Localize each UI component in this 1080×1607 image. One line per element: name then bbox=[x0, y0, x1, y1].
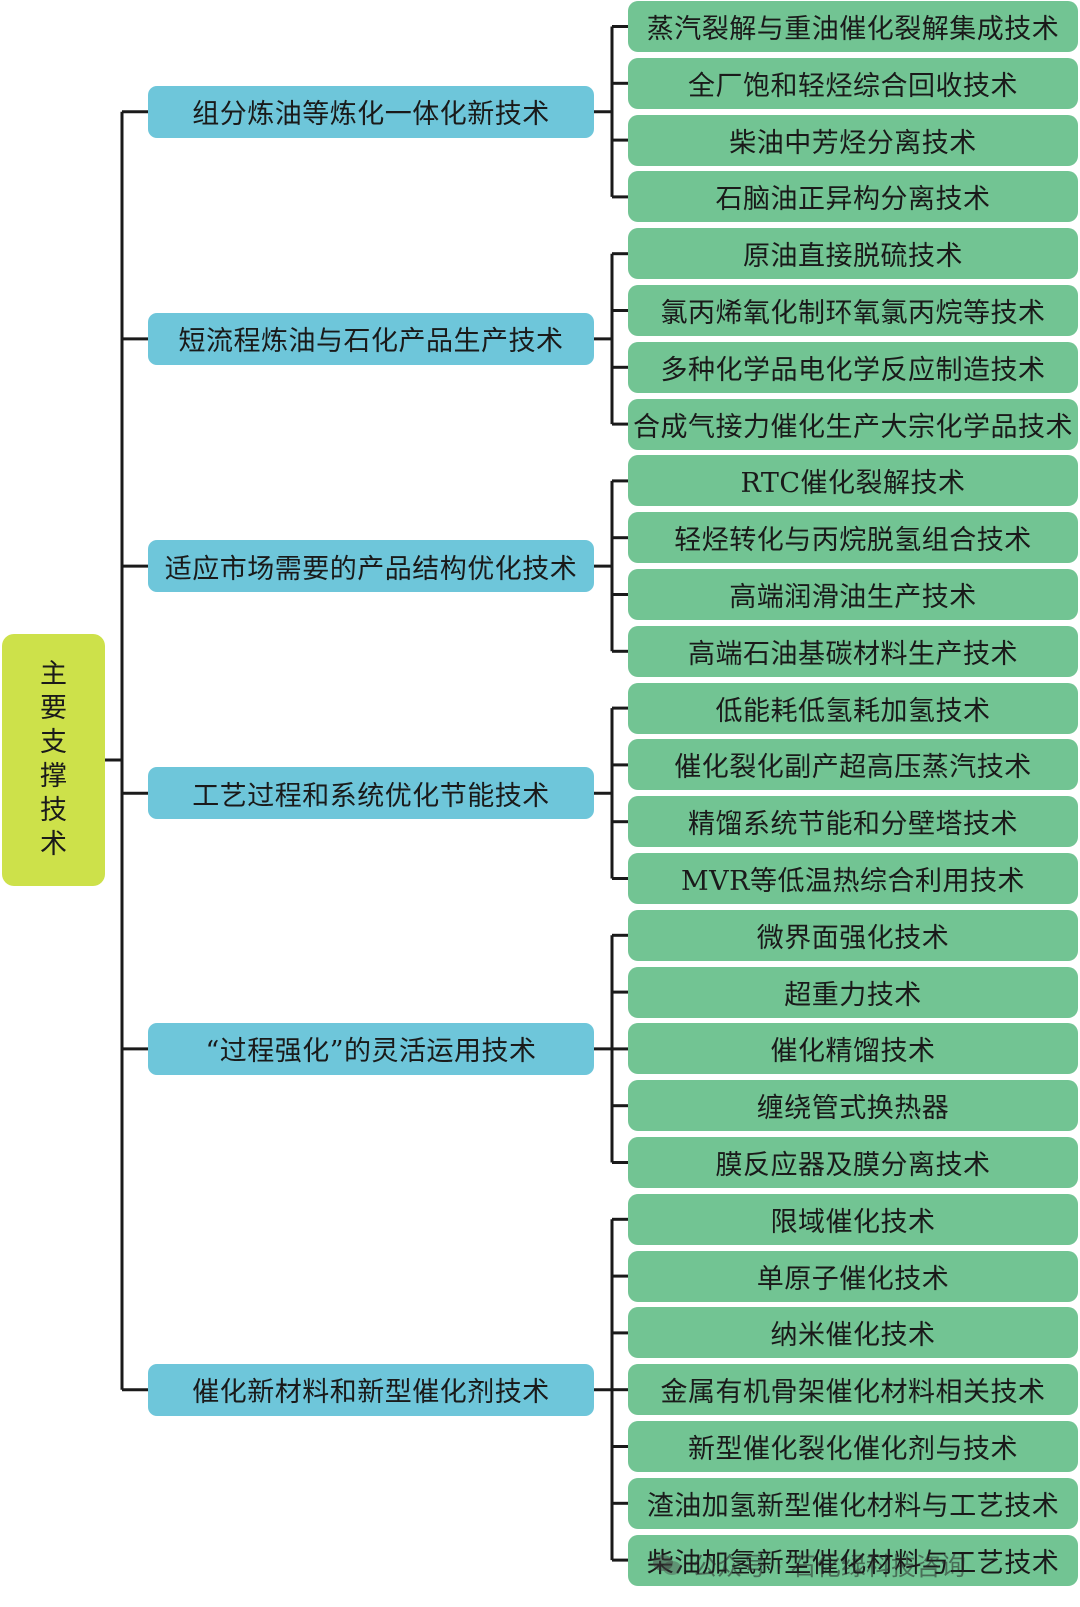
category-node: 适应市场需要的产品结构优化技术 bbox=[148, 540, 594, 593]
leaf-node: 原油直接脱硫技术 bbox=[628, 228, 1078, 280]
leaf-node: 轻烃转化与丙烷脱氢组合技术 bbox=[628, 512, 1078, 564]
category-node: 催化新材料和新型催化剂技术 bbox=[148, 1363, 594, 1416]
wechat-icon bbox=[653, 1555, 681, 1575]
watermark: 公众号 · 石化绿科技咨询 bbox=[652, 1547, 966, 1583]
leaf-node: 高端石油基碳材料生产技术 bbox=[628, 625, 1078, 677]
watermark-text: 公众号 · 石化绿科技咨询 bbox=[692, 1552, 966, 1581]
leaf-node: RTC催化裂解技术 bbox=[628, 455, 1078, 507]
category-node: 工艺过程和系统优化节能技术 bbox=[148, 767, 594, 820]
leaf-node: 单原子催化技术 bbox=[628, 1250, 1078, 1302]
leaf-node: 膜反应器及膜分离技术 bbox=[628, 1137, 1078, 1188]
leaf-node: 柴油中芳烃分离技术 bbox=[628, 114, 1078, 166]
leaf-node: 氯丙烯氧化制环氧氯丙烷等技术 bbox=[628, 285, 1078, 336]
leaf-node: 超重力技术 bbox=[628, 966, 1078, 1018]
leaf-node: 低能耗低氢耗加氢技术 bbox=[628, 682, 1078, 734]
leaf-node: 催化裂化副产超高压蒸汽技术 bbox=[628, 739, 1078, 791]
leaf-node: 柴油加氢新型催化材料与工艺技术 bbox=[628, 1534, 1078, 1586]
leaf-node: 蒸汽裂解与重油催化裂解集成技术 bbox=[628, 1, 1078, 52]
leaf-node: 渣油加氢新型催化材料与工艺技术 bbox=[628, 1477, 1078, 1529]
leaf-node: MVR等低温热综合利用技术 bbox=[628, 853, 1078, 904]
root-node: 主要支撑技术 bbox=[2, 634, 105, 886]
leaf-node: 缠绕管式换热器 bbox=[628, 1080, 1078, 1132]
leaf-node: 全厂饱和轻烃综合回收技术 bbox=[628, 57, 1078, 109]
category-node: 组分炼油等炼化一体化新技术 bbox=[148, 85, 594, 138]
leaf-node: 合成气接力催化生产大宗化学品技术 bbox=[628, 398, 1078, 450]
leaf-node: 高端润滑油生产技术 bbox=[628, 569, 1078, 620]
leaf-node: 限域催化技术 bbox=[628, 1193, 1078, 1245]
leaf-node: 多种化学品电化学反应制造技术 bbox=[628, 341, 1078, 393]
leaf-node: 催化精馏技术 bbox=[628, 1023, 1078, 1075]
category-node: “过程强化”的灵活运用技术 bbox=[148, 1022, 594, 1075]
leaf-node: 石脑油正异构分离技术 bbox=[628, 171, 1078, 223]
leaf-node: 微界面强化技术 bbox=[628, 909, 1078, 961]
category-node: 短流程炼油与石化产品生产技术 bbox=[148, 312, 594, 365]
leaf-node: 纳米催化技术 bbox=[628, 1307, 1078, 1359]
leaf-node: 新型催化裂化催化剂与技术 bbox=[628, 1421, 1078, 1472]
leaf-node: 金属有机骨架催化材料相关技术 bbox=[628, 1364, 1078, 1416]
leaf-node: 精馏系统节能和分壁塔技术 bbox=[628, 796, 1078, 848]
